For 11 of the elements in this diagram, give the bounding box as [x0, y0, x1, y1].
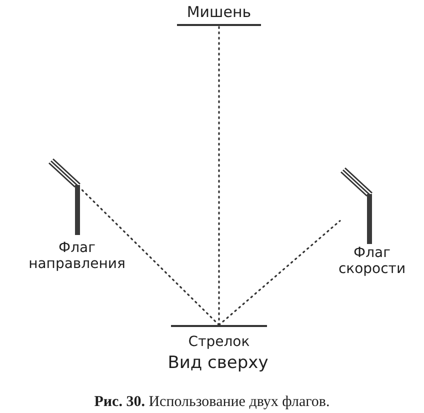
flag-caption: Флаг направления [28, 240, 126, 272]
sight-line [218, 220, 341, 326]
view-label: Вид сверху [168, 353, 268, 373]
flag-icon [340, 168, 374, 244]
node-label: Стрелок [188, 333, 250, 351]
sight-line [81, 189, 220, 326]
figure-caption: Рис. 30. Использование двух флагов. [94, 394, 330, 410]
flag-icon [48, 159, 82, 235]
node-label: Мишень [186, 2, 252, 22]
sight-line [218, 25, 220, 326]
flag-caption: Флаг скорости [338, 245, 406, 277]
